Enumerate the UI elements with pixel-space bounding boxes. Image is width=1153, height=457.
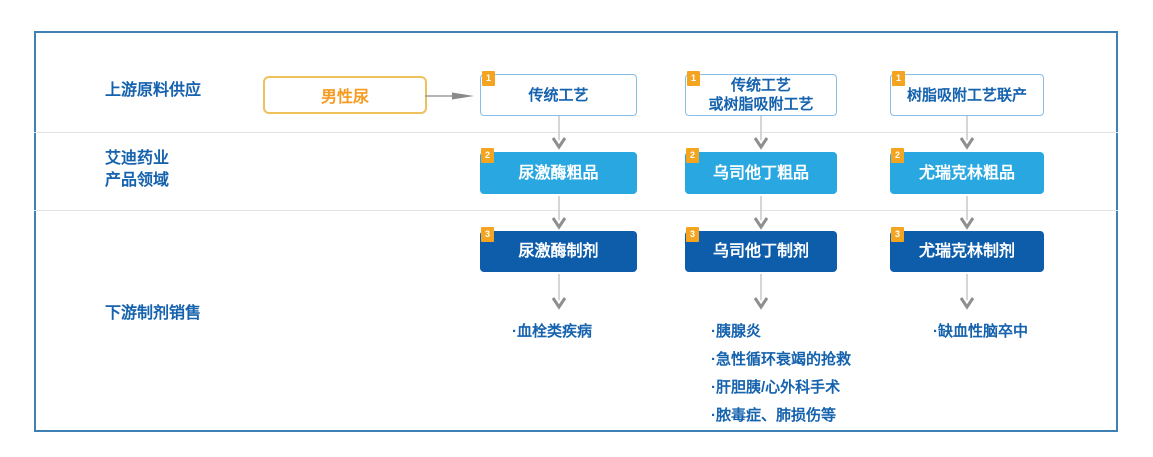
down-arrow-icon (959, 274, 975, 310)
step-badge: 3 (686, 227, 699, 242)
step-badge: 3 (481, 227, 494, 242)
indication-item: ·缺血性脑卒中 (933, 323, 1028, 340)
process-label-line2: 或树脂吸附工艺 (708, 96, 814, 113)
process-label: 传统工艺 (730, 77, 791, 94)
step-badge: 2 (891, 148, 904, 163)
source-box-label: 男性尿 (320, 89, 369, 106)
down-arrow-icon (753, 274, 769, 310)
process-box: 1 树脂吸附工艺联产 (890, 71, 1044, 116)
right-arrow-icon (425, 92, 474, 100)
down-arrow-icon (551, 274, 566, 310)
formulation-label: 乌司他丁制剂 (712, 243, 809, 260)
down-arrow-icon (959, 116, 975, 150)
indication-item: ·胰腺炎 (711, 323, 761, 340)
row-divider-2 (34, 210, 1118, 211)
process-label: 传统工艺 (528, 86, 589, 104)
down-arrow-icon (753, 116, 769, 150)
down-arrow-icon (753, 196, 769, 230)
formulation-label: 尿激酶制剂 (518, 243, 599, 260)
row-label-upstream: 上游原料供应 (105, 82, 202, 99)
crude-product-box: 2 尿激酶粗品 (480, 148, 637, 194)
crude-product-box: 2 尤瑞克林粗品 (890, 148, 1044, 194)
indication-item: ·血栓类疾病 (512, 323, 592, 340)
step-badge: 2 (686, 148, 699, 163)
indication-list: ·缺血性脑卒中 (933, 318, 1028, 346)
column-kallidinogenase: 1 树脂吸附工艺联产 2 尤瑞克林粗品 3 尤瑞克林制剂 ·缺血性脑卒中 (890, 0, 1044, 457)
down-arrow-icon (959, 196, 975, 230)
crude-product-label: 尿激酶粗品 (518, 164, 599, 182)
step-badge: 1 (482, 71, 495, 86)
row-label-company: 艾迪药业 产品领域 (105, 148, 169, 192)
step-badge: 1 (892, 71, 905, 86)
step-badge: 3 (891, 227, 904, 242)
process-box: 1 传统工艺 或树脂吸附工艺 (685, 71, 837, 116)
row-divider-1 (34, 132, 1118, 133)
formulation-label: 尤瑞克林制剂 (918, 243, 1015, 260)
down-arrow-icon (551, 196, 566, 230)
row-label-downstream: 下游制剂销售 (105, 305, 202, 322)
source-box-male-urine: 男性尿 (263, 76, 427, 114)
indication-list: ·血栓类疾病 (512, 318, 592, 346)
process-label: 树脂吸附工艺联产 (906, 86, 1027, 104)
column-urokinase: 1 传统工艺 2 尿激酶粗品 3 尿激酶制剂 ·血栓类疾病 (480, 0, 637, 457)
indication-list: ·胰腺炎 ·急性循环衰竭的抢救 ·肝胆胰/心外科手术 ·脓毒症、肺损伤等 (711, 318, 851, 430)
down-arrow-icon (551, 116, 566, 150)
formulation-box: 3 尤瑞克林制剂 (890, 227, 1044, 272)
crude-product-label: 尤瑞克林粗品 (918, 164, 1015, 182)
crude-product-box: 2 乌司他丁粗品 (685, 148, 837, 194)
crude-product-label: 乌司他丁粗品 (712, 164, 809, 182)
row-label-company-line2: 产品领域 (105, 172, 170, 189)
indication-item: ·急性循环衰竭的抢救 (711, 351, 851, 368)
step-badge: 2 (481, 148, 494, 163)
indication-item: ·脓毒症、肺损伤等 (711, 407, 836, 424)
formulation-box: 3 尿激酶制剂 (480, 227, 637, 272)
step-badge: 1 (687, 71, 700, 86)
formulation-box: 3 乌司他丁制剂 (685, 227, 837, 272)
process-box: 1 传统工艺 (480, 71, 637, 116)
indication-item: ·肝胆胰/心外科手术 (711, 379, 841, 396)
row-label-company-line1: 艾迪药业 (105, 150, 170, 167)
column-ulinastatin: 1 传统工艺 或树脂吸附工艺 2 乌司他丁粗品 3 乌司他丁制剂 ·胰腺炎 ·急… (685, 0, 851, 457)
